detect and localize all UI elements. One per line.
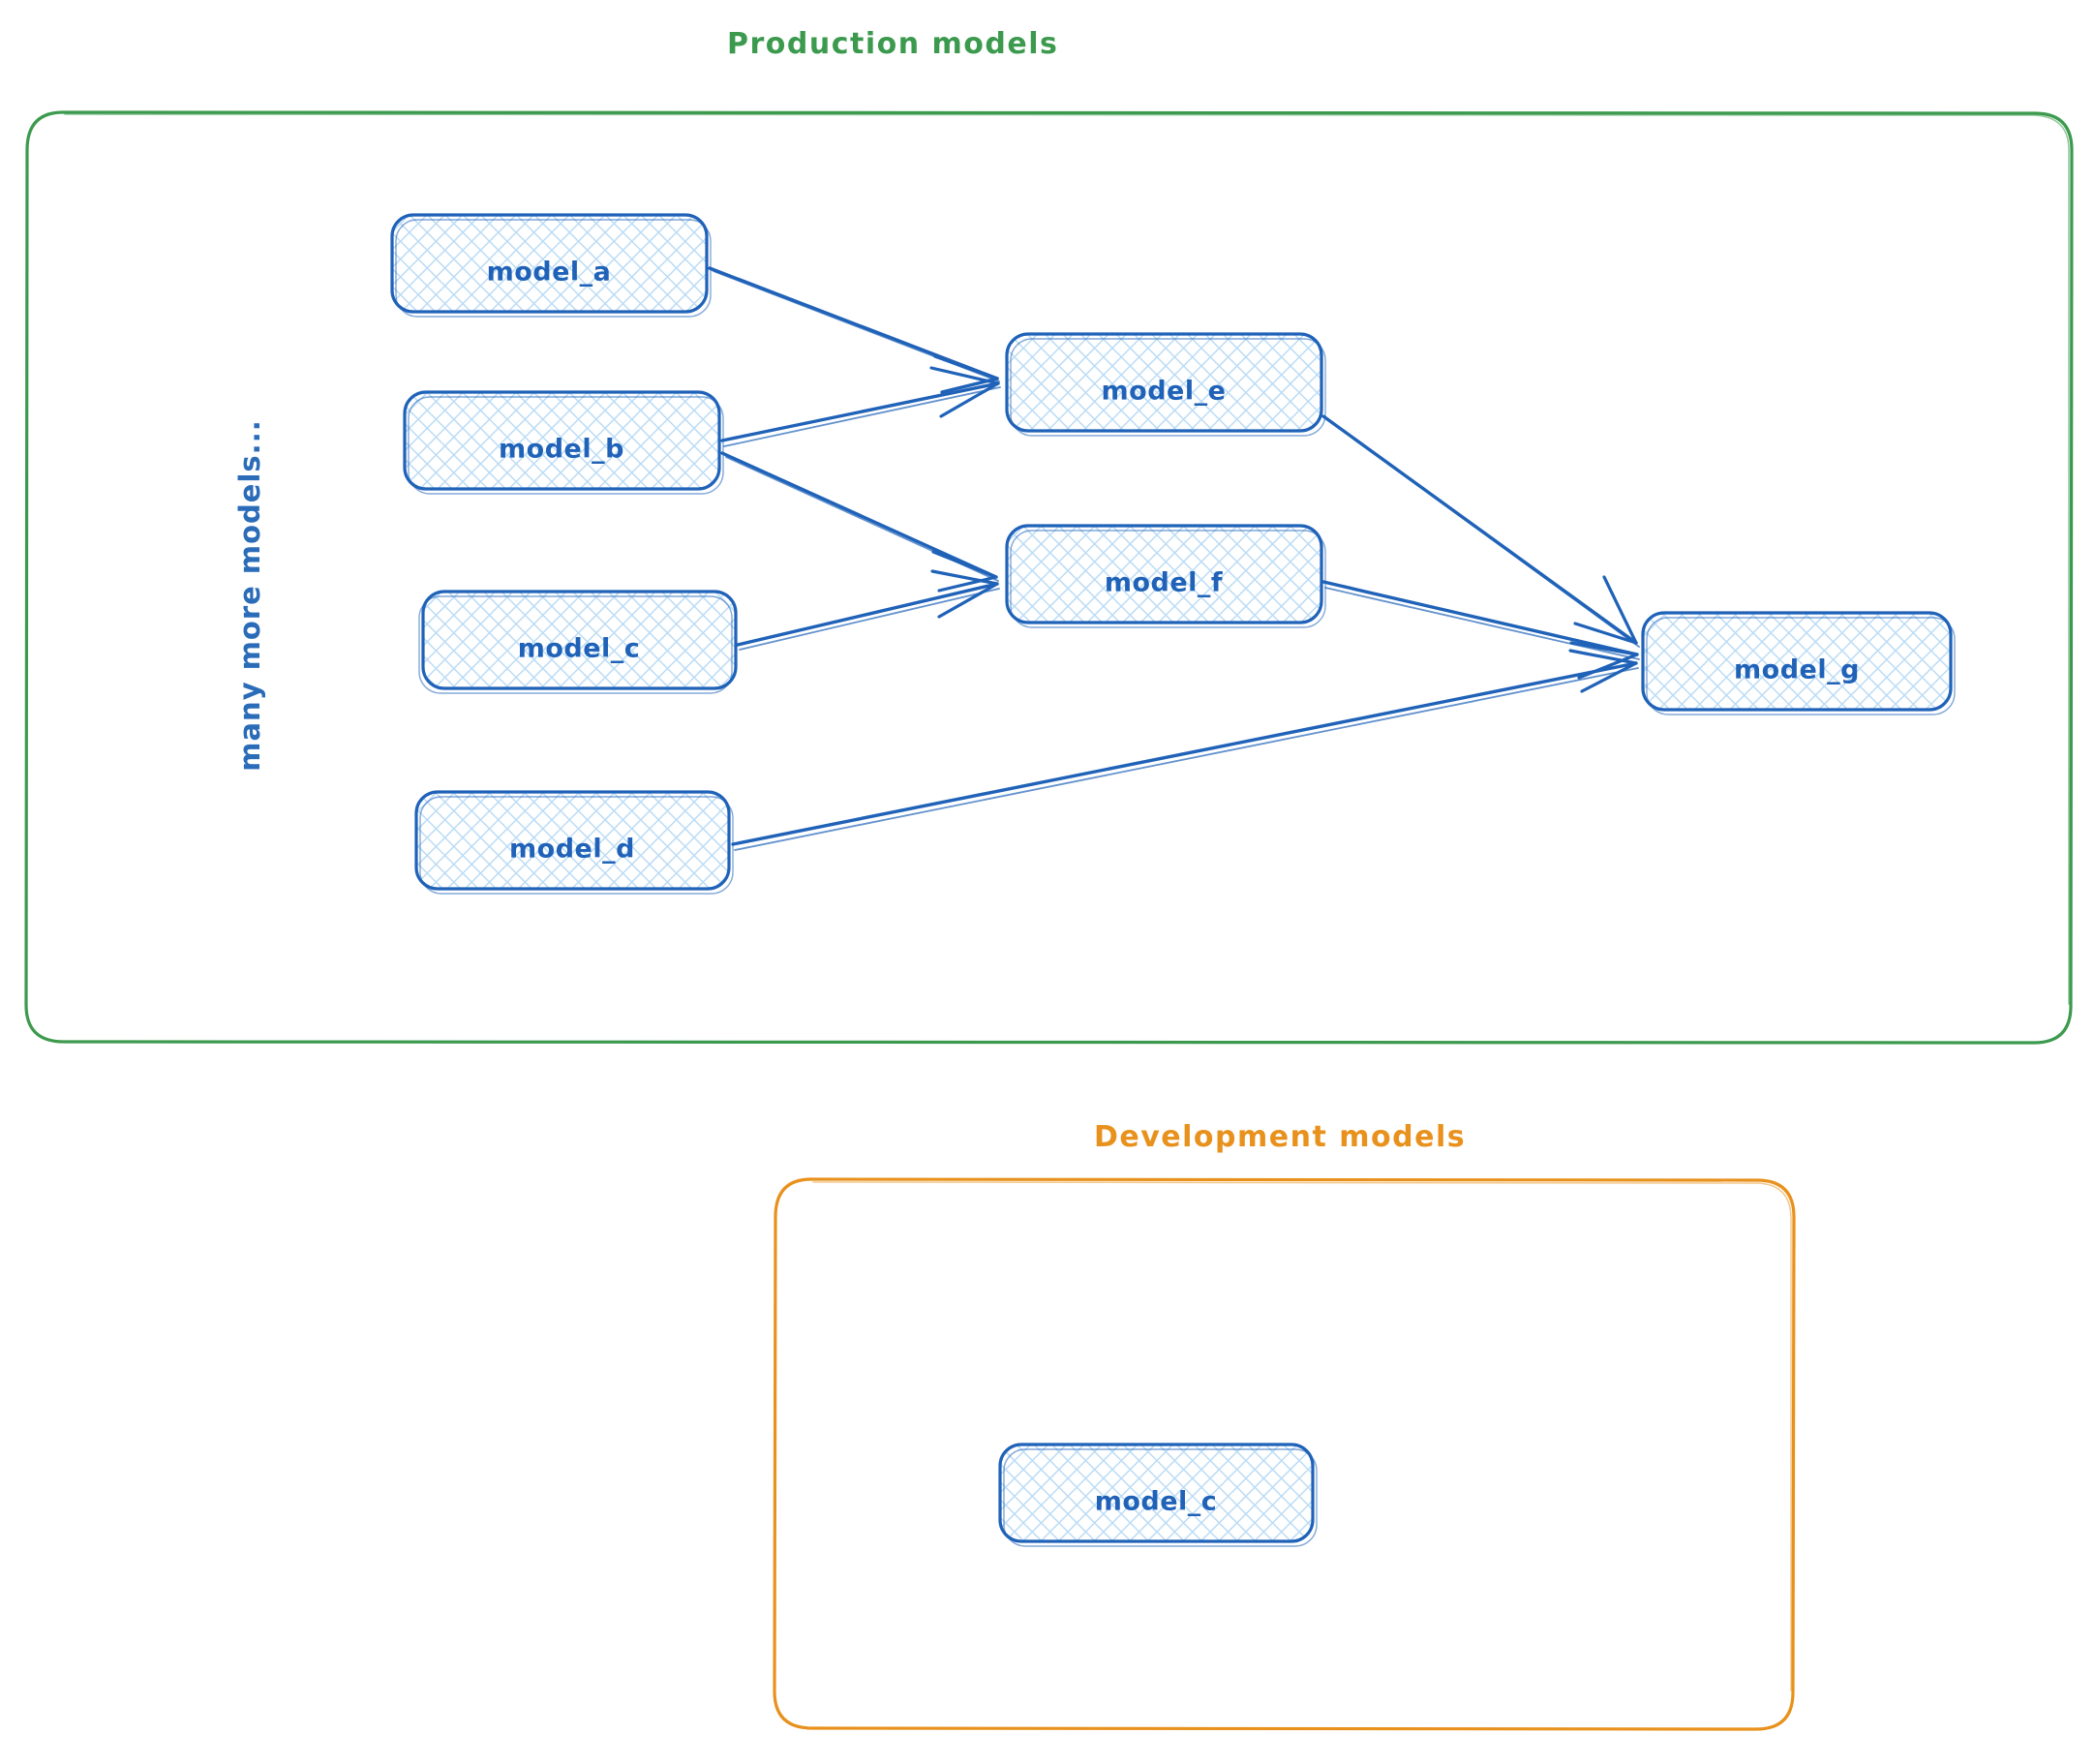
edge-model-f-to-model-g [1321,580,1640,680]
node-box[interactable] [403,390,721,491]
node-model-g[interactable]: model_g [1641,611,1956,715]
development-group-title: Development models [1094,1120,1466,1154]
node-dev-model-c[interactable]: model_c [998,1443,1318,1547]
node-label: model_f [1105,568,1223,598]
node-model-c[interactable]: model_c [418,590,738,694]
node-box-sketch [395,219,712,318]
node-model-d[interactable]: model_d [414,790,734,895]
node-label: model_g [1734,655,1860,685]
node-label: model_e [1102,377,1227,407]
production-group-outline-sketch [64,113,2070,1005]
production-group-outline [24,110,2074,1045]
node-model-e[interactable]: model_e [1005,332,1326,437]
edge-layer [708,266,1640,851]
node-label: model_b [499,435,624,465]
node-label: model_a [487,258,612,288]
node-box-sketch [1646,617,1956,715]
development-group-outline [773,1177,1796,1731]
edge-model-b-to-model-e [720,366,1001,447]
node-box-sketch [1010,338,1326,437]
edge-model-b-to-model-f [720,451,999,593]
node-box-sketch [419,796,734,895]
group-container-development [773,1177,1796,1731]
edge-model-d-to-model-g [731,649,1639,851]
node-label: model_d [509,835,635,865]
node-label: model_c [518,634,641,664]
development-group-outline-sketch [812,1181,1792,1691]
node-model-a[interactable]: model_a [390,213,712,318]
production-group-title: Production models [727,27,1058,61]
node-box[interactable] [1005,524,1323,624]
node-box[interactable] [998,1443,1315,1543]
node-model-f[interactable]: model_f [1005,524,1326,628]
node-box[interactable] [390,213,709,314]
node-box-sketch [418,595,733,694]
group-container-production [24,110,2074,1045]
node-model-b[interactable]: model_b [403,390,724,495]
edge-model-a-to-model-e [708,266,1000,394]
many-more-models-note: many more models... [233,419,266,771]
node-box[interactable] [421,590,738,690]
node-box[interactable] [414,790,731,891]
edge-model-c-to-model-f [736,569,1000,651]
node-box-sketch [1010,530,1326,628]
edge-model-e-to-model-g [1321,414,1640,648]
node-box-sketch [1003,1448,1318,1547]
node-box-sketch [408,396,724,495]
node-box[interactable] [1005,332,1323,433]
node-label: model_c [1095,1487,1218,1517]
node-box[interactable] [1641,611,1953,712]
